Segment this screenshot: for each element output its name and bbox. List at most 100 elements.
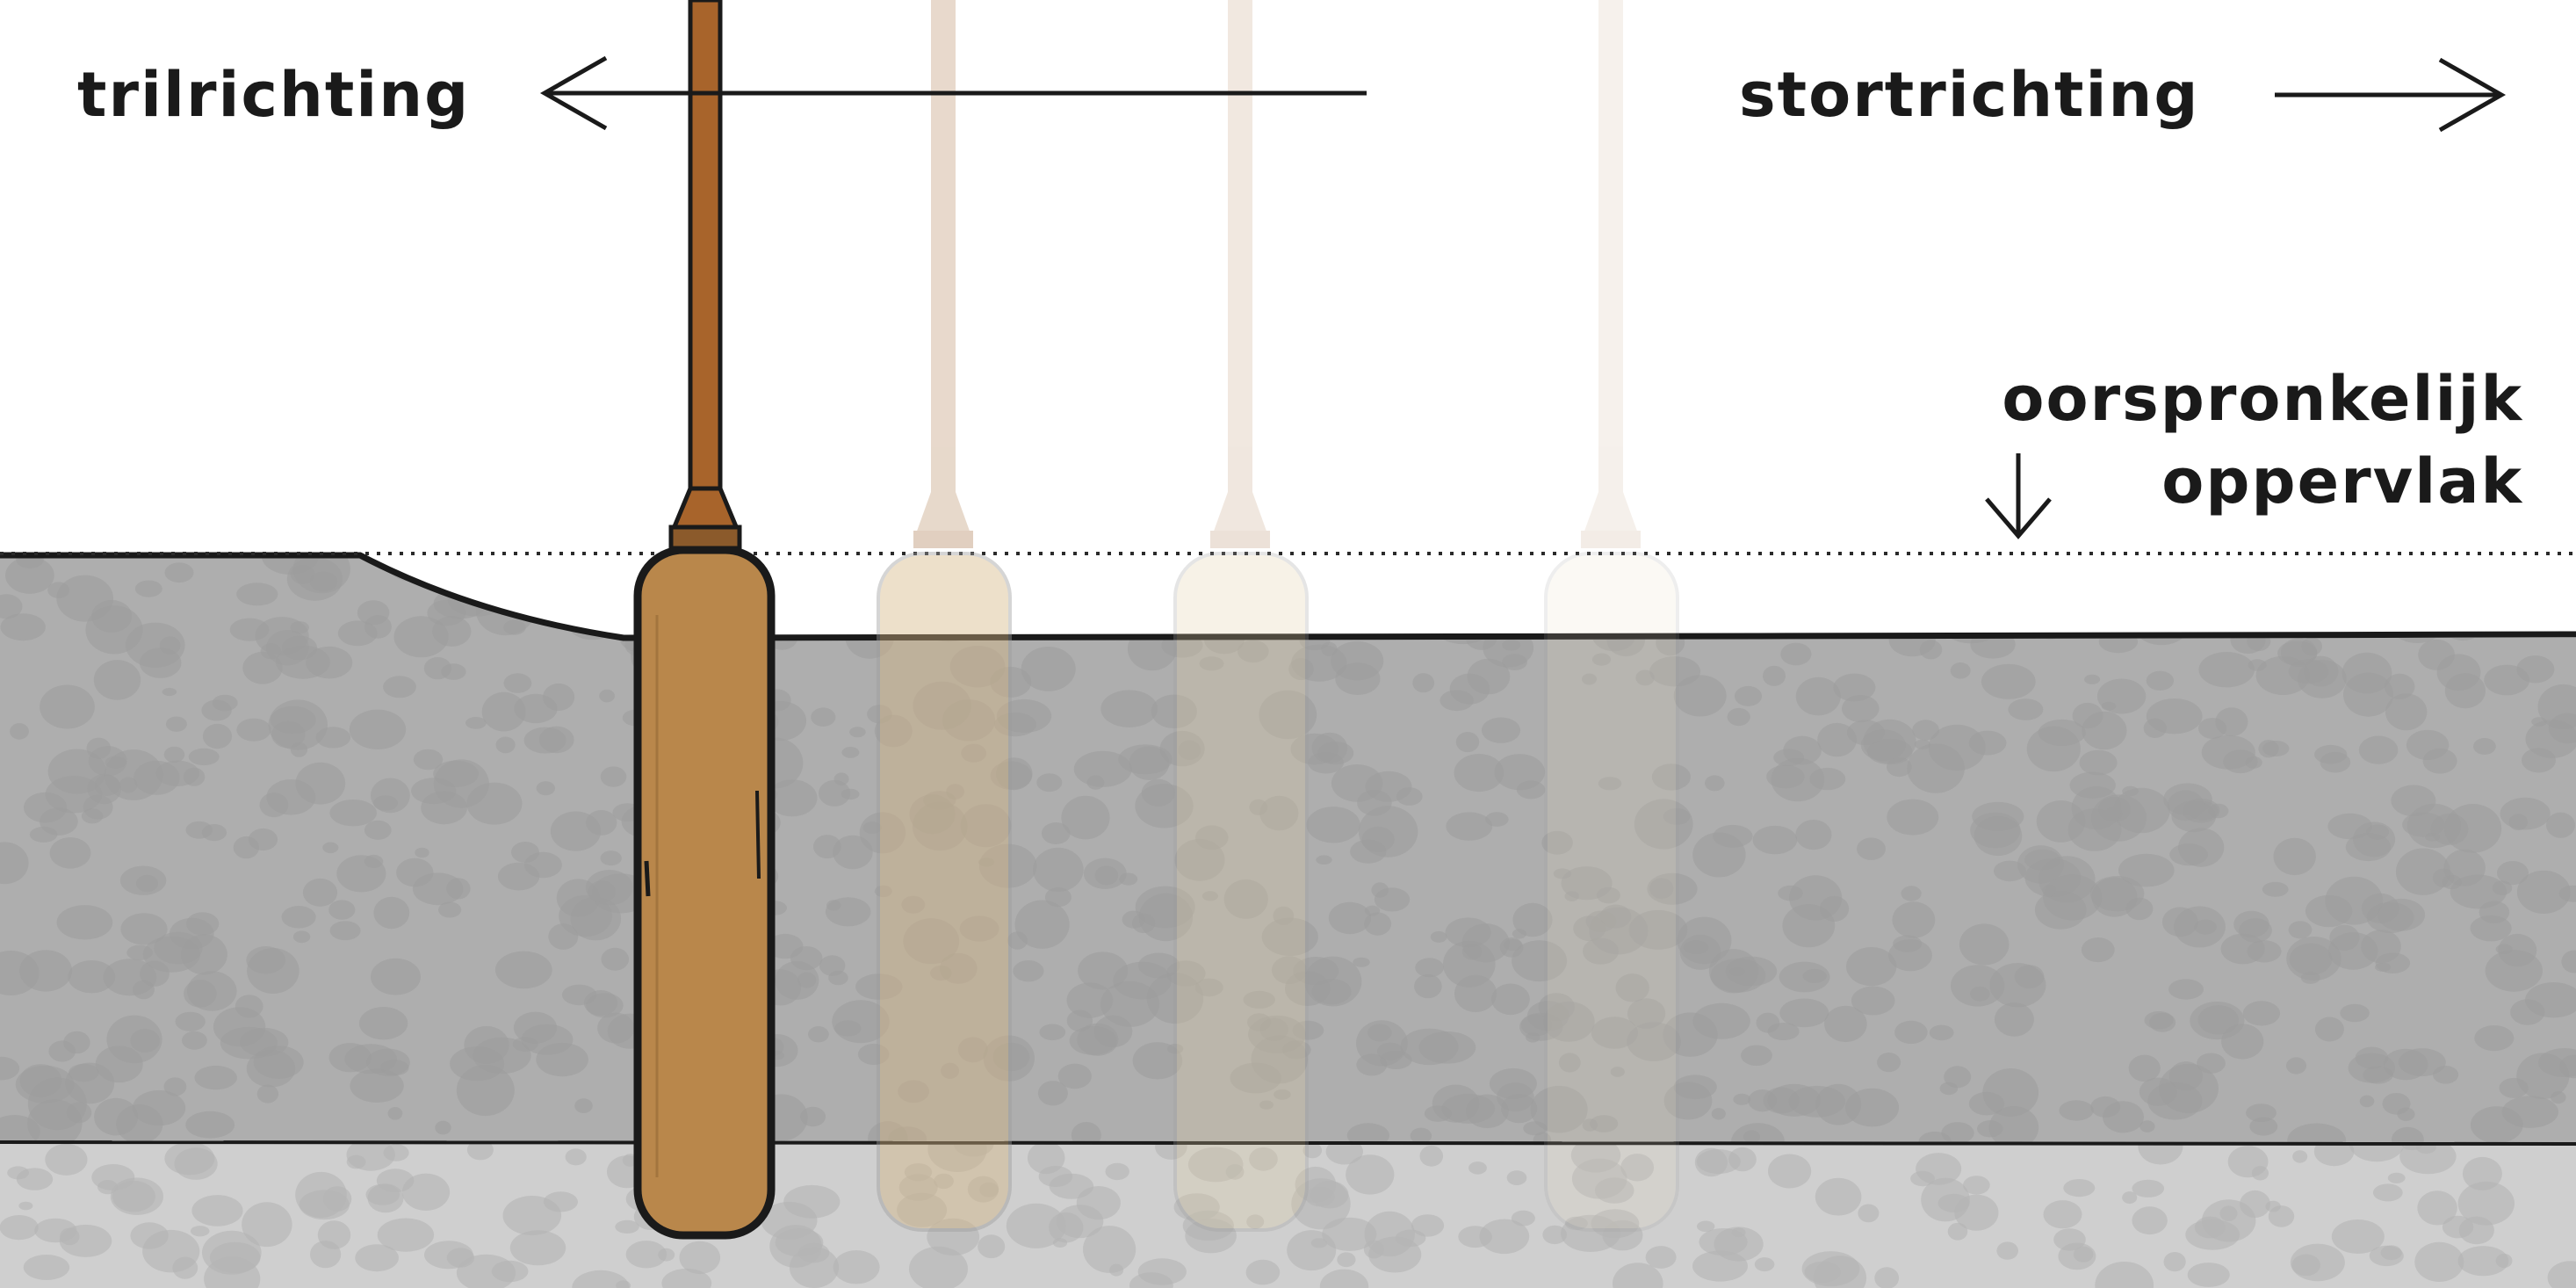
gravel-speckle xyxy=(204,1256,261,1288)
gravel-speckle xyxy=(1455,732,1480,753)
gravel-speckle xyxy=(1396,787,1423,806)
gravel-speckle xyxy=(163,1077,187,1096)
gravel-speckle xyxy=(1440,690,1474,712)
gravel-speckle xyxy=(1651,763,1691,791)
gravel-speckle xyxy=(29,826,58,843)
gravel-speckle xyxy=(521,1024,574,1055)
gravel-speckle xyxy=(401,1173,451,1212)
gravel-speckle xyxy=(2072,702,2103,729)
gravel-speckle xyxy=(413,749,444,771)
gravel-speckle xyxy=(2071,786,2122,830)
gravel-speckle xyxy=(1767,1023,1800,1040)
gravel-speckle xyxy=(366,1048,410,1076)
gravel-speckle xyxy=(2313,1142,2355,1167)
gravel-speckle xyxy=(1754,1257,1775,1272)
gravel-speckle xyxy=(1801,1251,1860,1287)
gravel-speckle xyxy=(1454,974,1497,1013)
gravel-speckle xyxy=(1356,1053,1388,1076)
gravel-speckle xyxy=(68,960,116,994)
vibrator-head xyxy=(633,546,776,1240)
gravel-speckle xyxy=(1842,695,1880,722)
gravel-speckle xyxy=(503,673,532,693)
gravel-speckle xyxy=(927,1142,987,1172)
gravel-speckle xyxy=(1302,1142,1323,1159)
gravel-speckle xyxy=(1310,1181,1349,1209)
gravel-speckle xyxy=(978,1234,1006,1259)
gravel-speckle xyxy=(1481,717,1521,743)
pour-direction-arrow xyxy=(2275,57,2507,133)
gravel-speckle xyxy=(1311,979,1352,1005)
gravel-speckle xyxy=(1773,749,1805,767)
gravel-speckle xyxy=(1119,872,1138,886)
gravel-speckle xyxy=(1863,719,1916,763)
vibrator-previous-1 xyxy=(877,0,1012,1232)
gravel-speckle xyxy=(1996,1241,2018,1260)
gravel-speckle xyxy=(679,1241,721,1275)
gravel-speckle xyxy=(811,707,836,727)
gravel-speckle xyxy=(1249,1147,1278,1171)
gravel-speckle xyxy=(1542,1225,1567,1245)
gravel-speckle xyxy=(939,952,978,984)
gravel-speckle xyxy=(2043,1200,2082,1229)
gravel-speckle xyxy=(1479,1219,1530,1255)
gravel-speckle xyxy=(1006,1203,1066,1248)
gravel-speckle xyxy=(1809,767,1846,791)
gravel-speckle xyxy=(597,1012,635,1044)
gravel-speckle xyxy=(1358,806,1418,857)
gravel-speckle xyxy=(1734,685,1763,706)
gravel-speckle xyxy=(134,580,162,597)
gravel-speckle xyxy=(2058,1242,2096,1270)
gravel-speckle xyxy=(1033,847,1084,893)
gravel-speckle xyxy=(825,897,871,927)
gravel-speckle xyxy=(437,901,462,918)
gravel-speckle xyxy=(2168,1061,2204,1091)
gravel-speckle xyxy=(1166,960,1206,987)
gravel-speckle xyxy=(246,946,286,974)
gravel-speckle xyxy=(874,885,892,898)
gravel-speckle xyxy=(1445,917,1491,948)
gravel-speckle xyxy=(120,913,168,945)
gravel-speckle xyxy=(1968,730,2007,756)
gravel-speckle xyxy=(188,748,220,766)
gravel-speckle xyxy=(1591,1017,1638,1049)
gravel-speckle xyxy=(393,616,449,658)
original-surface-label-line1: oorspronkelijk xyxy=(2002,363,2523,435)
gravel-speckle xyxy=(1292,1020,1324,1040)
gravel-speckle xyxy=(1246,1214,1265,1229)
gravel-speckle xyxy=(2359,1095,2375,1108)
gravel-speckle xyxy=(1699,1228,1748,1256)
gravel-speckle xyxy=(1645,1246,1677,1269)
lower-layer-texture xyxy=(0,1142,2576,1288)
gravel-speckle xyxy=(2444,673,2486,709)
gravel-speckle xyxy=(1049,1212,1084,1243)
gravel-speckle xyxy=(2091,877,2138,917)
gravel-speckle xyxy=(946,784,964,800)
gravel-speckle xyxy=(142,1229,200,1273)
gravel-speckle xyxy=(2128,1054,2161,1082)
gravel-speckle xyxy=(1564,1216,1588,1231)
gravel-speckle xyxy=(1230,1062,1281,1094)
original-surface-down-arrow xyxy=(1985,453,2052,539)
gravel-speckle xyxy=(236,718,271,742)
gravel-speckle xyxy=(2484,664,2530,696)
gravel-speckle xyxy=(1727,707,1750,727)
gravel-speckle xyxy=(2495,1253,2513,1269)
gravel-speckle xyxy=(494,951,552,989)
gravel-speckle xyxy=(1874,1267,1900,1288)
gravel-speckle xyxy=(1368,1236,1422,1273)
gravel-speckle xyxy=(1151,694,1197,729)
gravel-speckle xyxy=(904,1163,933,1182)
vibration-direction-arrow xyxy=(539,55,1367,131)
gravel-speckle xyxy=(491,1260,529,1283)
gravel-speckle xyxy=(992,1042,1030,1072)
gravel-speckle xyxy=(7,1166,29,1180)
vibrator-rod xyxy=(688,0,723,495)
gravel-speckle xyxy=(2537,684,2576,730)
gravel-speckle xyxy=(86,737,112,759)
gravel-speckle xyxy=(2198,652,2255,688)
gravel-speckle xyxy=(259,792,289,818)
gravel-speckle xyxy=(1615,973,1649,1002)
gravel-speckle xyxy=(960,804,1012,848)
gravel-speckle xyxy=(63,1031,90,1054)
